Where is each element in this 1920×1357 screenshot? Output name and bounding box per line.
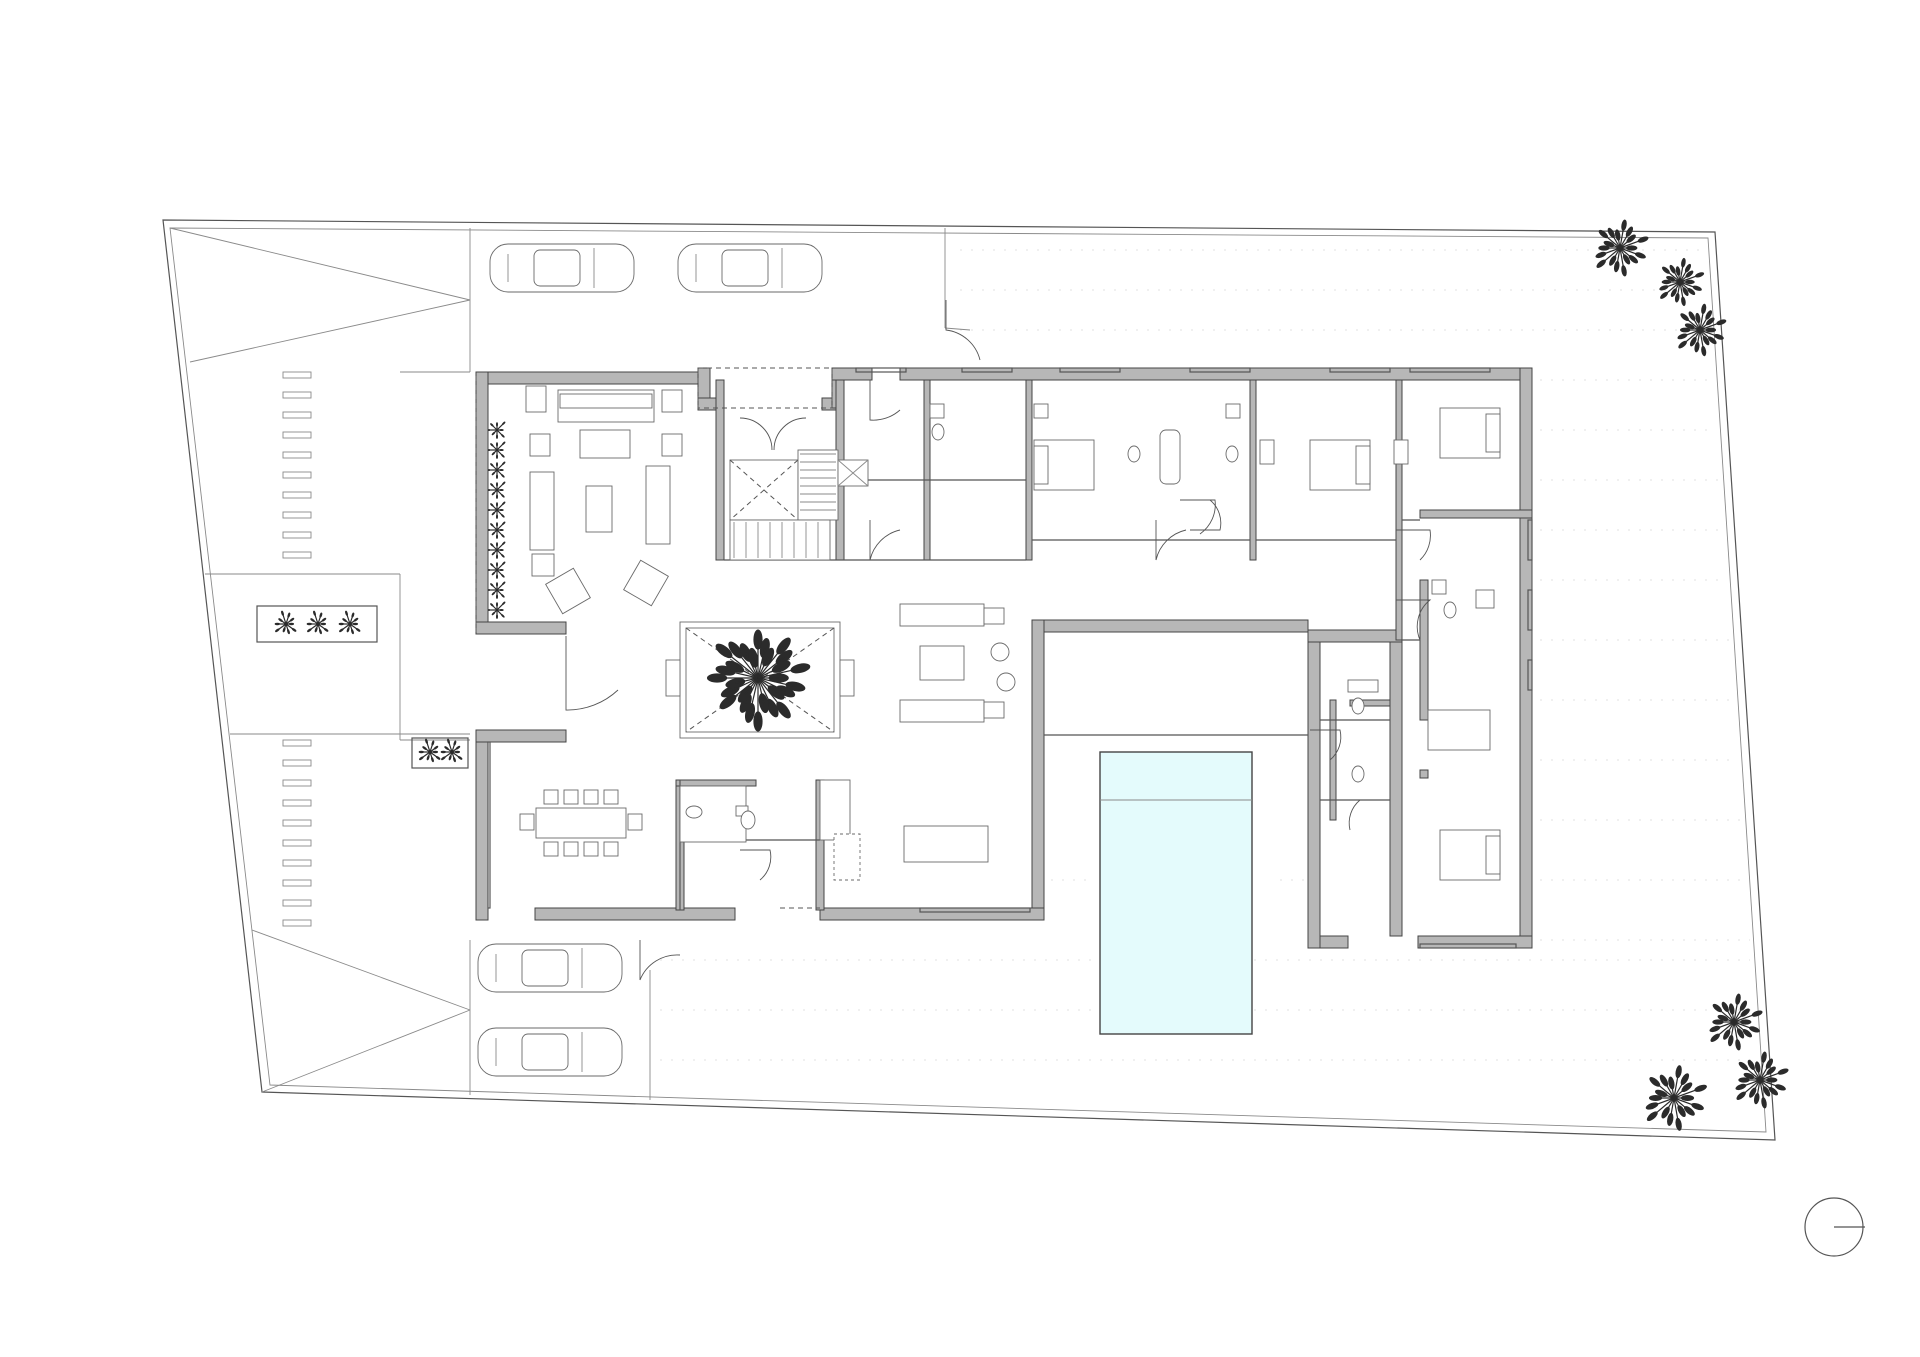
parking-stripe <box>282 411 312 419</box>
parking-stripe <box>282 899 312 907</box>
tree-canopy <box>706 629 811 732</box>
shrub <box>485 561 506 579</box>
parking-stripe <box>282 491 312 499</box>
dining-chair <box>583 789 599 805</box>
parking-stripe <box>282 531 312 539</box>
shrub <box>418 738 441 763</box>
shrub <box>485 421 506 439</box>
car <box>477 1027 623 1077</box>
north-arrow <box>1804 1197 1865 1257</box>
tree <box>1659 257 1705 307</box>
parking-stripe <box>282 779 312 787</box>
bedroom-2 <box>1259 439 1409 491</box>
dining-chair <box>563 789 579 805</box>
parking-stripe <box>282 551 312 559</box>
parking-stripe <box>282 799 312 807</box>
car <box>477 943 623 993</box>
shrub <box>485 581 506 599</box>
parking-stripe <box>282 371 312 379</box>
powder-room <box>679 785 756 843</box>
planter-strip <box>485 421 506 619</box>
parking-stripes-south <box>282 739 312 927</box>
bathroom-fixtures <box>929 403 1495 783</box>
parking-lines <box>169 227 971 1100</box>
windows <box>487 367 1533 949</box>
shrub <box>338 610 361 635</box>
stair-treads <box>733 453 836 558</box>
shrub <box>485 481 506 499</box>
shrub <box>440 738 463 763</box>
shrub <box>485 441 506 459</box>
shrub <box>485 501 506 519</box>
parking-stripe <box>282 451 312 459</box>
house-walls <box>475 367 1533 949</box>
parking-stripe <box>282 739 312 747</box>
tree <box>1709 993 1763 1051</box>
atrium-tree <box>706 629 811 732</box>
shrub <box>306 610 329 635</box>
dining-chair <box>543 841 559 857</box>
garden-texture <box>660 249 1765 1061</box>
shrub <box>485 601 506 619</box>
swimming-pool <box>1099 751 1253 1035</box>
dining-chair <box>543 789 559 805</box>
bedroom-4 <box>1427 709 1501 881</box>
dining-chair <box>583 841 599 857</box>
car <box>677 243 823 293</box>
tree <box>1645 1065 1707 1131</box>
parking-stripe <box>282 919 312 927</box>
parking-stripe <box>282 759 312 767</box>
parking-stripe <box>282 839 312 847</box>
living-room-furniture <box>525 385 1016 723</box>
bedroom-3 <box>1439 407 1501 459</box>
shrub <box>485 541 506 559</box>
dining-table <box>519 807 643 839</box>
parking-stripe <box>282 511 312 519</box>
dining-chair <box>603 789 619 805</box>
tree <box>1677 303 1727 357</box>
garden-trees <box>1595 219 1789 1131</box>
planter-west <box>256 421 506 769</box>
parking-stripe <box>282 471 312 479</box>
shrub <box>485 461 506 479</box>
parking-stripe <box>282 431 312 439</box>
parking-stripe <box>282 391 312 399</box>
kitchen <box>819 779 989 881</box>
tree <box>1735 1051 1789 1109</box>
parking-stripe <box>282 879 312 887</box>
tree <box>1595 219 1649 277</box>
shrub <box>274 610 297 635</box>
cars <box>477 243 823 1077</box>
shrub <box>485 521 506 539</box>
parking-stripe <box>282 819 312 827</box>
site-boundary <box>162 219 1776 1141</box>
staircase <box>729 417 869 561</box>
car <box>489 243 635 293</box>
dining-chairs <box>543 789 619 857</box>
parking-stripe <box>282 859 312 867</box>
dining-chair <box>603 841 619 857</box>
doors <box>565 300 1432 981</box>
dining-chair <box>563 841 579 857</box>
bedroom-1 <box>1033 403 1095 491</box>
parking-stripes-north <box>282 371 312 559</box>
